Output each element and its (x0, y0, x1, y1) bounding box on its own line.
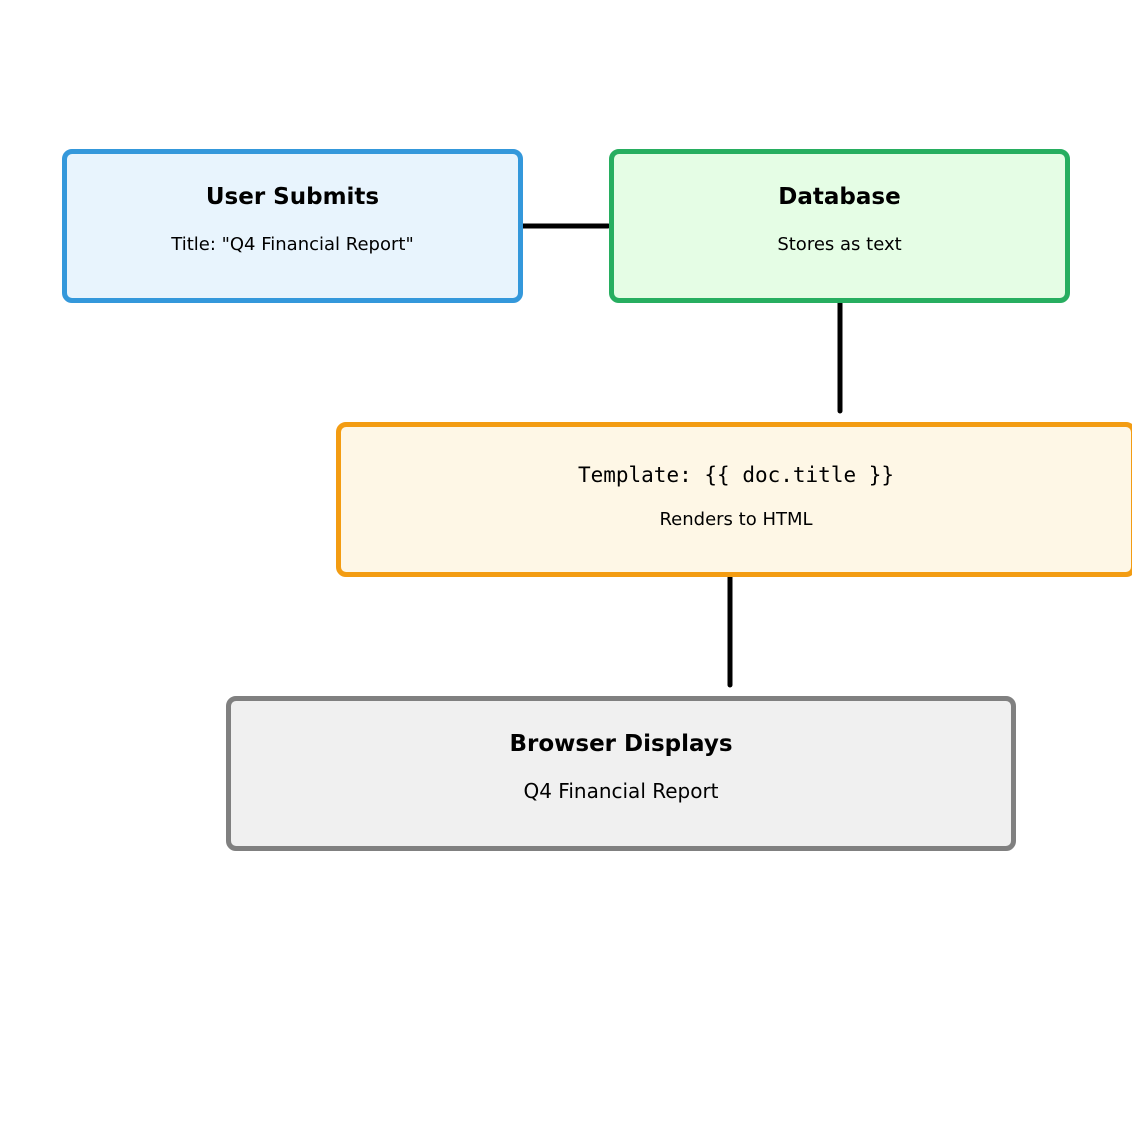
node-browser-displays: Browser Displays Q4 Financial Report (226, 696, 1016, 851)
node-user-submits: User Submits Title: "Q4 Financial Report… (62, 149, 523, 303)
node-subtitle: Stores as text (777, 234, 902, 255)
node-subtitle: Title: "Q4 Financial Report" (171, 234, 414, 255)
node-title: Browser Displays (509, 731, 733, 757)
node-title: User Submits (205, 184, 380, 210)
node-template: Template: {{ doc.title }} Renders to HTM… (336, 422, 1132, 577)
node-subtitle: Q4 Financial Report (523, 779, 719, 803)
node-database: Database Stores as text (609, 149, 1070, 303)
node-title: Database (778, 184, 901, 210)
node-subtitle: Renders to HTML (659, 509, 813, 530)
node-code: Template: {{ doc.title }} (577, 463, 895, 487)
